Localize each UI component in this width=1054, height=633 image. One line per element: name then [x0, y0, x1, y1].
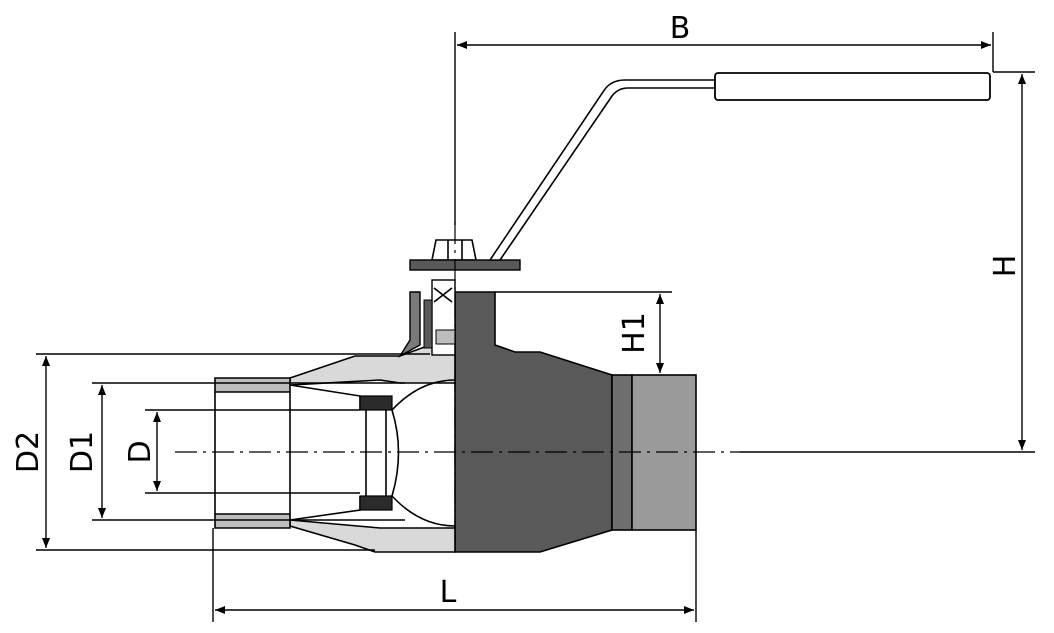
dimension-d: D [123, 409, 360, 494]
label-b: B [670, 11, 691, 46]
valve-handle [409, 72, 991, 271]
stem-housing [397, 291, 421, 358]
connector-upper [214, 377, 291, 393]
valve-exterior [454, 291, 697, 553]
dimension-h: H [740, 71, 1035, 453]
label-h1: H1 [617, 312, 652, 354]
label-h: H [988, 255, 1023, 278]
dimension-b: B [454, 11, 994, 225]
label-l: L [440, 575, 457, 610]
label-d2: D2 [11, 431, 46, 473]
seat-upper [359, 395, 393, 411]
handle-plate [409, 259, 521, 271]
dimension-l: L [212, 528, 697, 622]
label-d1: D1 [65, 431, 100, 473]
shell-upper [289, 344, 456, 386]
dimension-d1: D1 [65, 382, 405, 521]
seat-lower [359, 495, 393, 511]
label-d: D [123, 440, 158, 463]
connector-lower [214, 513, 291, 529]
handle-grip [714, 72, 991, 101]
valve-body [454, 291, 613, 553]
handle-lever [488, 79, 716, 261]
dimension-d2: D2 [11, 353, 430, 551]
valve-section [214, 279, 456, 553]
stem-nut [431, 239, 477, 261]
dimension-h1: H1 [495, 291, 672, 373]
shell-lower [289, 519, 456, 553]
